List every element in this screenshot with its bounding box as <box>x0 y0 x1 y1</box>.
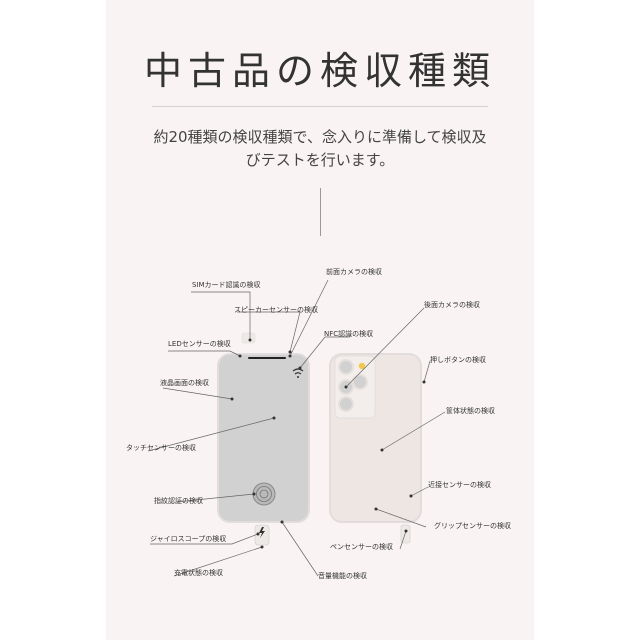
sim-tray <box>241 332 256 344</box>
label-pen: ペンセンサーの検収 <box>330 543 393 551</box>
camera-lens-icon <box>338 396 354 412</box>
label-nfc: NFC認識の検収 <box>324 330 374 338</box>
label-grip: グリップセンサーの検収 <box>434 522 511 530</box>
label-lcd: 液晶画面の検収 <box>160 379 209 387</box>
label-fingerprint: 指紋認証の検収 <box>154 497 203 505</box>
lightning-icon <box>259 527 265 538</box>
label-volume: 音量機能の検収 <box>318 572 367 580</box>
label-charging: 充電状態の検収 <box>174 569 223 577</box>
label-touch: タッチセンサーの検収 <box>126 444 196 452</box>
earpiece <box>248 357 286 359</box>
label-rear-camera: 後面カメラの検収 <box>424 301 480 309</box>
fingerprint-ring <box>256 486 272 502</box>
camera-lens-icon <box>352 374 368 390</box>
title-divider <box>152 106 488 107</box>
back-phone <box>329 353 422 544</box>
wifi-dot <box>297 376 299 378</box>
stylus-pen <box>400 524 411 544</box>
label-proximity: 近接センサーの検収 <box>428 481 491 489</box>
label-sim: SIMカード認識の検収 <box>192 281 261 289</box>
subtitle: 約20種類の検収種類で、念入りに準備して検収及びテストを行います。 <box>153 128 487 169</box>
label-led: LEDセンサーの検収 <box>168 340 231 348</box>
flash-icon <box>358 362 366 370</box>
front-phone <box>217 332 310 546</box>
page-title: 中古品の検収種類 <box>143 49 496 93</box>
wifi-icon <box>292 368 304 375</box>
camera-lens-icon <box>338 359 354 375</box>
label-front-camera: 前面カメラの検収 <box>326 268 382 276</box>
fingerprint-core <box>259 489 269 499</box>
leader-dots <box>230 338 426 549</box>
section-divider <box>320 188 321 236</box>
label-power-button: 押しボタンの検収 <box>430 356 486 364</box>
front-phone-body <box>217 353 310 523</box>
leader-lines <box>147 279 446 577</box>
label-gyro: ジャイロスコープの検収 <box>150 535 227 543</box>
label-casing: 筐体状態の検収 <box>446 407 495 415</box>
label-speaker: スピーカーセンサーの検収 <box>234 306 318 314</box>
